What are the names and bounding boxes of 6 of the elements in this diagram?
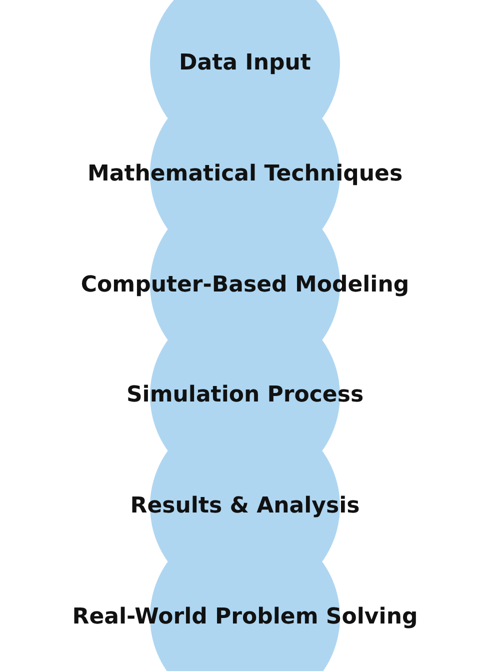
- node-label: Real-World Problem Solving: [72, 604, 418, 630]
- node-label: Mathematical Techniques: [87, 161, 403, 186]
- node-label: Simulation Process: [126, 382, 364, 408]
- node-label: Results & Analysis: [130, 494, 360, 519]
- node-label: Computer-Based Modeling: [80, 272, 410, 298]
- node-label: Data Input: [179, 50, 311, 76]
